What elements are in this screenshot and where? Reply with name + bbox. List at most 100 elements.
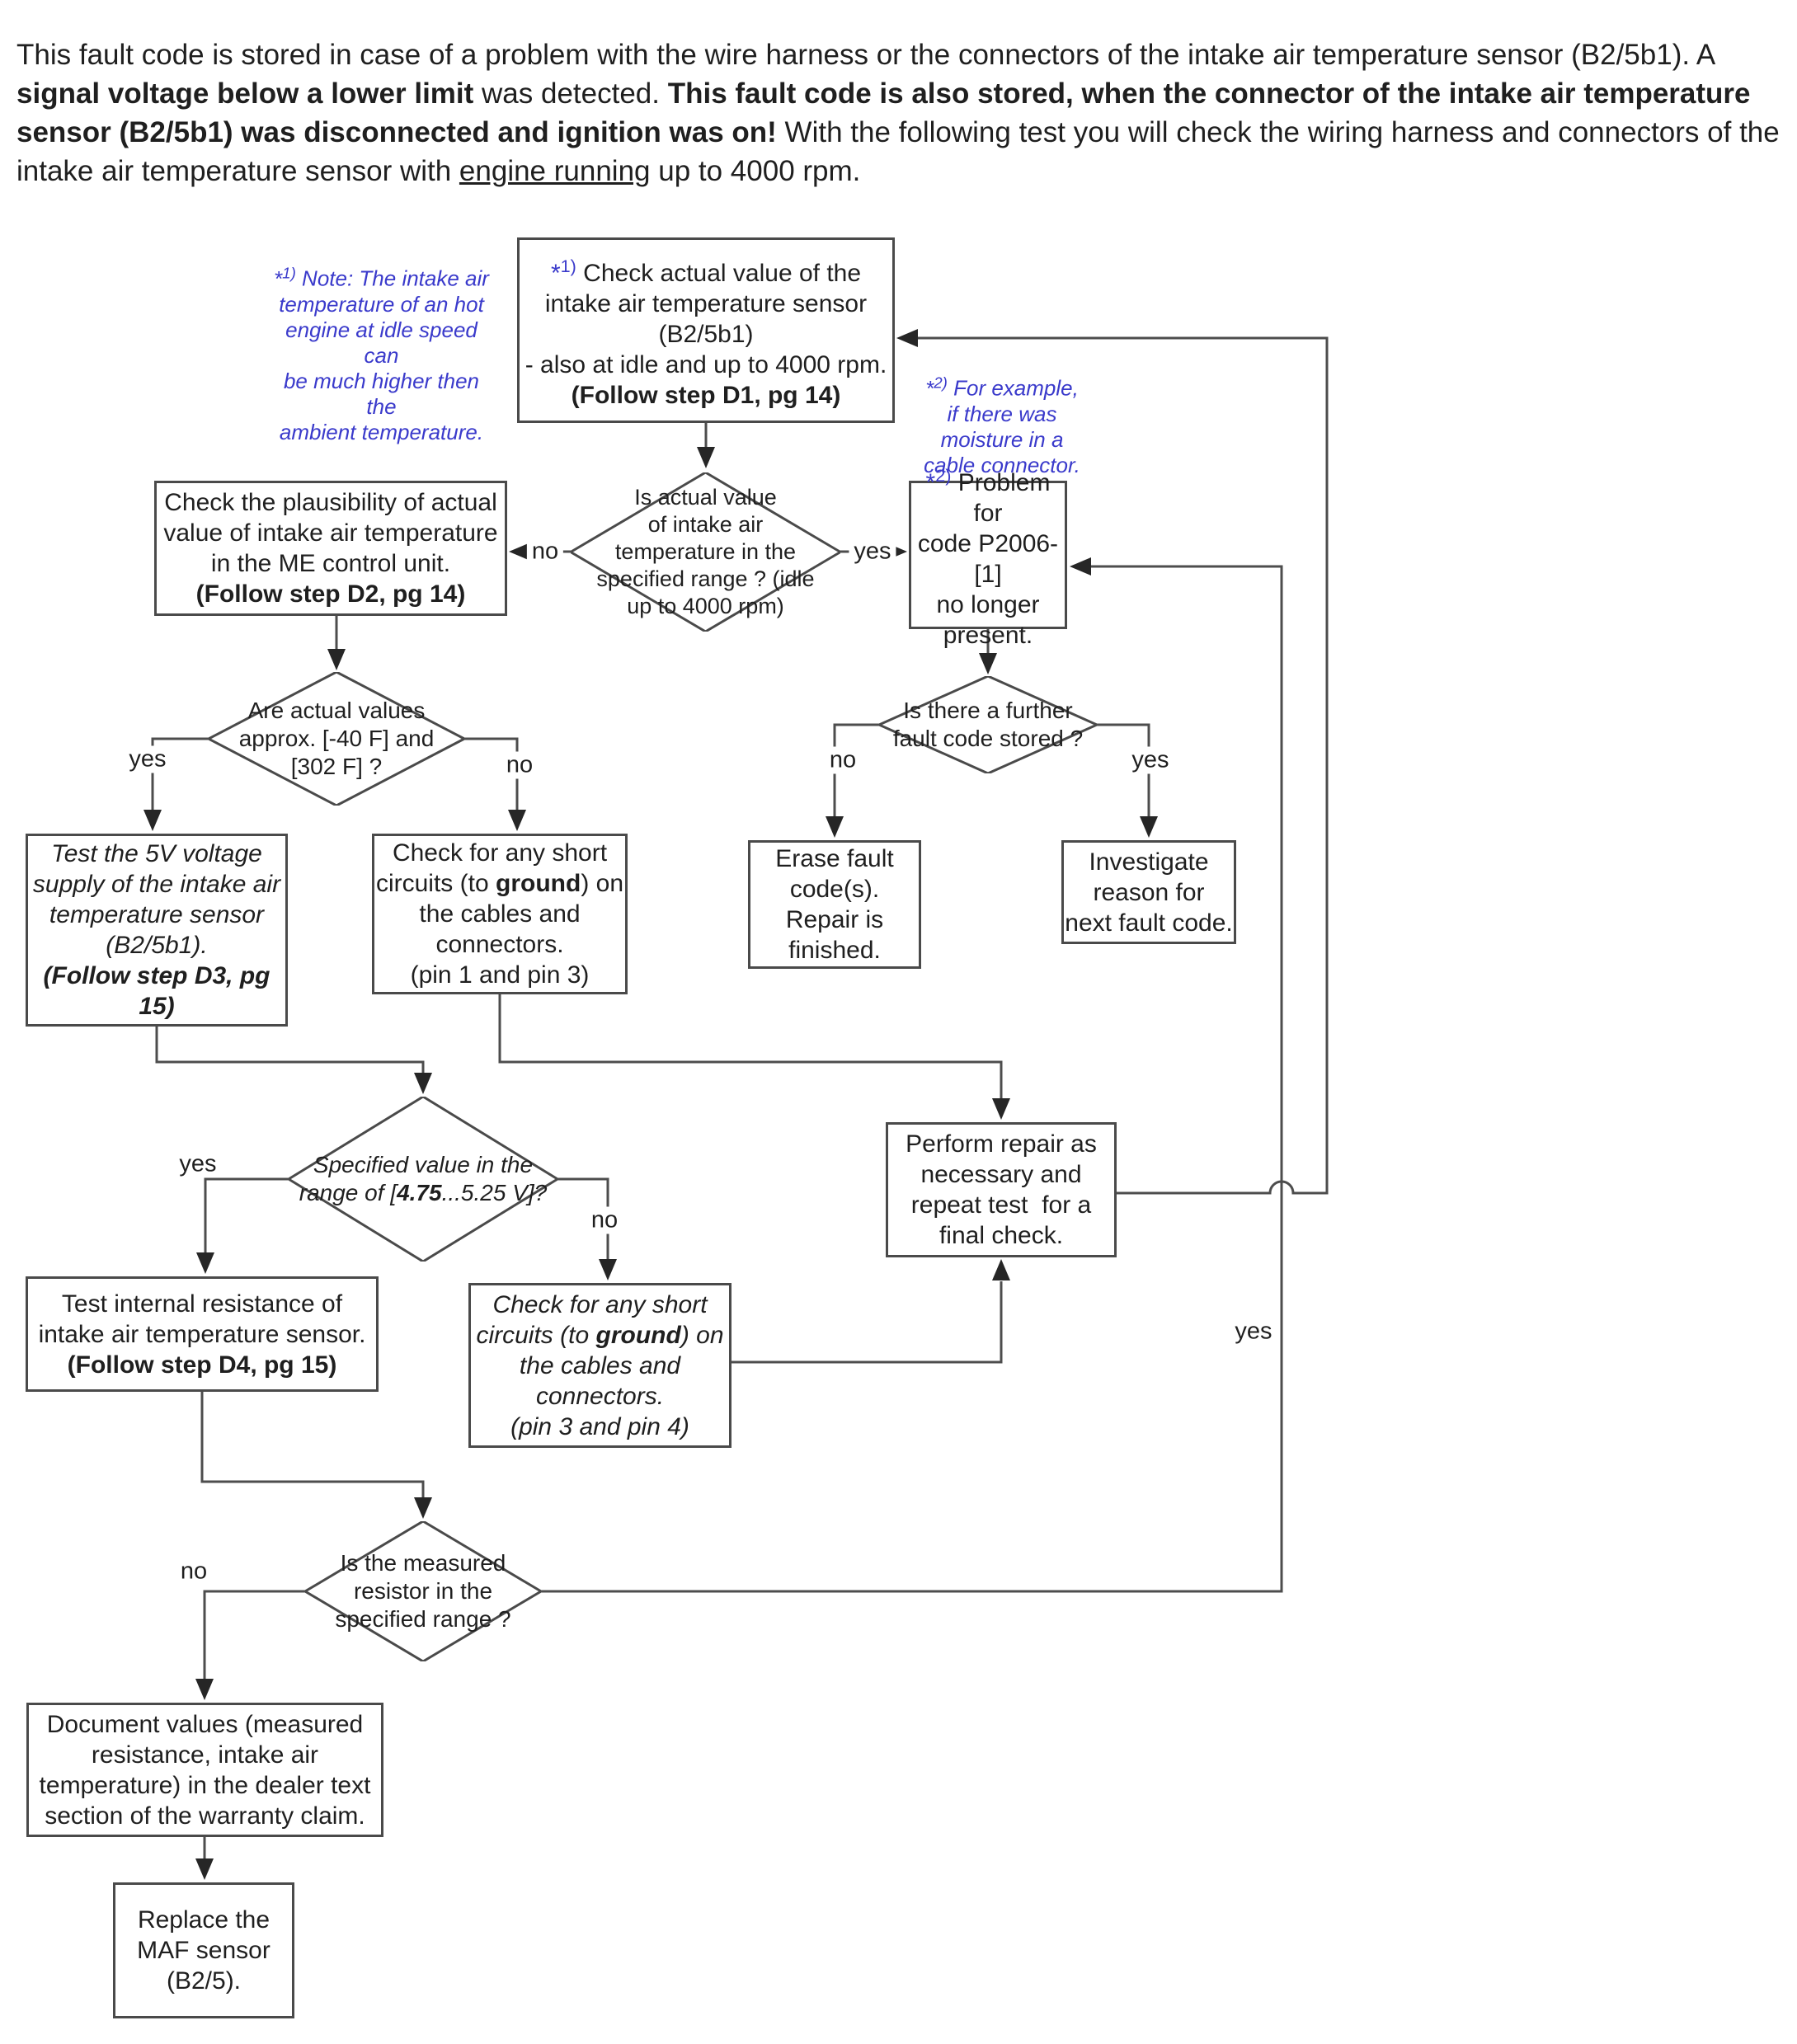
process-check-actual-value: *1) Check actual value of the intake air… bbox=[517, 237, 895, 423]
node-line: supply of the intake air bbox=[32, 871, 281, 898]
node-line: finished. bbox=[788, 937, 881, 964]
note-line: cable connector. bbox=[924, 452, 1080, 477]
node-line: section of the warranty claim. bbox=[45, 1802, 365, 1830]
process-investigate-next-fault-code: Investigate reason for next fault code. bbox=[1061, 840, 1236, 944]
node-line: Check the plausibility of actual bbox=[164, 489, 497, 516]
node-line: Repair is bbox=[785, 906, 884, 933]
decision-actual-value-in-range: Is actual value of intake air temperatur… bbox=[571, 472, 840, 632]
node-line: - also at idle and up to 4000 rpm. bbox=[525, 350, 887, 378]
node-line: *2) Problem for bbox=[925, 464, 1057, 527]
node-line: resistance, intake air bbox=[91, 1741, 319, 1769]
node-line: code(s). bbox=[789, 876, 880, 903]
diamond-shape bbox=[879, 676, 1097, 773]
node-line: (B2/5). bbox=[166, 1967, 242, 1995]
node-line: circuits (to ground) on bbox=[375, 870, 624, 897]
diamond-text: Is actual value of intake air temperatur… bbox=[596, 485, 815, 618]
note-line: engine at idle speed can bbox=[285, 317, 484, 368]
node-line: in the ME control unit. bbox=[210, 550, 451, 577]
node-line: reason for bbox=[1093, 878, 1205, 906]
flow-label-no: no bbox=[586, 1206, 623, 1234]
flow-label-no: no bbox=[175, 1558, 213, 1586]
diamond-shape bbox=[209, 672, 464, 806]
intro-text-underlined: engine running bbox=[459, 155, 651, 187]
node-line: (pin 1 and pin 3) bbox=[410, 961, 590, 989]
note-line: *1) Note: The intake air bbox=[274, 264, 489, 291]
process-problem-no-longer-present: *2) Problem for code P2006-[1] no longer… bbox=[909, 465, 1067, 649]
decision-actual-values-approx: Are actual values approx. [-40 F] and [3… bbox=[209, 672, 464, 806]
process-check-plausibility: Check the plausibility of actual value o… bbox=[154, 481, 507, 616]
node-line: (B2/5b1). bbox=[106, 932, 208, 959]
flow-label-yes: yes bbox=[124, 745, 172, 773]
diamond-shape bbox=[305, 1521, 541, 1661]
node-line: necessary and bbox=[920, 1161, 1082, 1188]
node-line: (pin 3 and pin 4) bbox=[510, 1412, 689, 1440]
diamond-text: Are actual values approx. [-40 F] and [3… bbox=[238, 698, 435, 779]
decision-further-fault-code: Is there a further fault code stored ? bbox=[879, 676, 1097, 773]
flow-label-no: no bbox=[526, 538, 564, 566]
flow-label-no: no bbox=[824, 746, 862, 774]
node-line: connectors. bbox=[535, 1382, 665, 1410]
node-line: temperature sensor bbox=[49, 901, 265, 928]
node-line: Investigate bbox=[1089, 848, 1209, 876]
process-document-values: Document values (measured resistance, in… bbox=[26, 1703, 383, 1837]
node-line: 15) bbox=[139, 993, 175, 1020]
node-line: code P2006-[1] bbox=[917, 529, 1059, 588]
node-line: (Follow step D2, pg 14) bbox=[195, 580, 466, 608]
node-line: Check for any short bbox=[492, 1290, 708, 1318]
process-replace-maf-sensor: Replace the MAF sensor (B2/5). bbox=[113, 1882, 294, 2018]
flow-label-no: no bbox=[501, 751, 539, 779]
intro-text: up to 4000 rpm. bbox=[650, 155, 861, 187]
note-intake-temperature: *1) Note: The intake air temperature of … bbox=[272, 260, 491, 445]
node-line: Document values (measured bbox=[46, 1710, 364, 1738]
intro-text: This fault code is stored in case of a p… bbox=[16, 39, 1715, 71]
node-line: the cables and bbox=[419, 900, 581, 928]
intro-text-bold: This fault code is also stored, when the… bbox=[16, 78, 1751, 148]
note-line: *2) For example, bbox=[925, 374, 1079, 401]
node-line: intake air temperature sensor. bbox=[38, 1320, 366, 1348]
node-line: the cables and bbox=[519, 1351, 681, 1379]
note-line: be much higher then the bbox=[283, 368, 486, 419]
process-check-short-circuits-pin1-pin3: Check for any short circuits (to ground)… bbox=[372, 834, 628, 994]
node-line: value of intake air temperature bbox=[163, 519, 498, 547]
diamond-text: Specified value in the range of [4.75...… bbox=[299, 1152, 548, 1205]
process-perform-repair: Perform repair as necessary and repeat t… bbox=[886, 1122, 1117, 1257]
node-line: Erase fault bbox=[775, 845, 894, 872]
note-moisture-example: *2) For example, if there was moisture i… bbox=[920, 369, 1084, 478]
node-line: Test internal resistance of bbox=[61, 1290, 343, 1318]
node-line: circuits (to ground) on bbox=[476, 1321, 724, 1349]
node-line: temperature) in the dealer text bbox=[39, 1771, 371, 1799]
flow-label-yes: yes bbox=[849, 538, 896, 566]
node-line: (Follow step D3, pg bbox=[43, 962, 270, 989]
footnote-marker: *1) bbox=[550, 255, 576, 287]
node-line: Replace the bbox=[137, 1906, 270, 1934]
intro-text-bold: signal voltage below a lower limit bbox=[16, 78, 474, 110]
note-line: if there was bbox=[947, 401, 1057, 426]
node-line: Perform repair as bbox=[906, 1130, 1097, 1158]
note-line: temperature of an hot bbox=[279, 291, 484, 317]
diamond-text: Is there a further fault code stored ? bbox=[892, 698, 1084, 751]
node-line: (Follow step D1, pg 14) bbox=[571, 381, 841, 409]
process-test-5v-supply: Test the 5V voltage supply of the intake… bbox=[26, 834, 288, 1027]
node-line: intake air temperature sensor bbox=[544, 289, 868, 317]
note-line: moisture in a bbox=[940, 426, 1064, 452]
node-line: *1) Check actual value of the bbox=[550, 255, 862, 287]
diamond-text: Is the measured resistor in the specifie… bbox=[335, 1550, 511, 1632]
flow-label-yes: yes bbox=[174, 1150, 222, 1178]
node-line: final check. bbox=[938, 1222, 1064, 1249]
process-erase-fault-codes: Erase fault code(s). Repair is finished. bbox=[748, 840, 921, 969]
intro-paragraph: This fault code is stored in case of a p… bbox=[16, 35, 1790, 190]
decision-specified-value-range: Specified value in the range of [4.75...… bbox=[289, 1097, 557, 1262]
footnote-marker: *2) bbox=[925, 464, 952, 496]
node-line: no longer bbox=[936, 590, 1040, 618]
flow-label-yes: yes bbox=[1127, 746, 1174, 774]
node-line: (Follow step D4, pg 15) bbox=[67, 1351, 337, 1379]
footnote-marker: *1) bbox=[274, 264, 296, 291]
footnote-marker: *2) bbox=[925, 374, 948, 401]
process-check-short-circuits-pin3-pin4: Check for any short circuits (to ground)… bbox=[468, 1283, 732, 1448]
node-line: Check for any short bbox=[392, 839, 608, 867]
node-line: repeat test for a bbox=[910, 1191, 1092, 1219]
node-line: (B2/5b1) bbox=[658, 320, 754, 348]
flow-label-yes: yes bbox=[1230, 1318, 1277, 1346]
intro-text: was detected. bbox=[473, 78, 668, 110]
node-line: next fault code. bbox=[1065, 909, 1233, 937]
